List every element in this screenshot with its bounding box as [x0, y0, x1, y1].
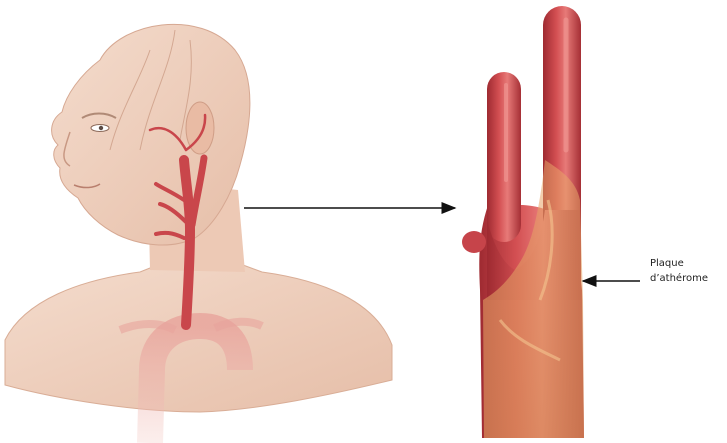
plaque-label-line2: d’athérome [650, 271, 708, 286]
plaque-label: Plaque d’athérome [650, 256, 708, 286]
carotid-bifurcation [462, 6, 584, 438]
small-branch [462, 231, 486, 253]
plaque-label-line1: Plaque [650, 256, 708, 271]
head-illustration [5, 24, 392, 443]
neck-carotid-artery [184, 160, 190, 325]
